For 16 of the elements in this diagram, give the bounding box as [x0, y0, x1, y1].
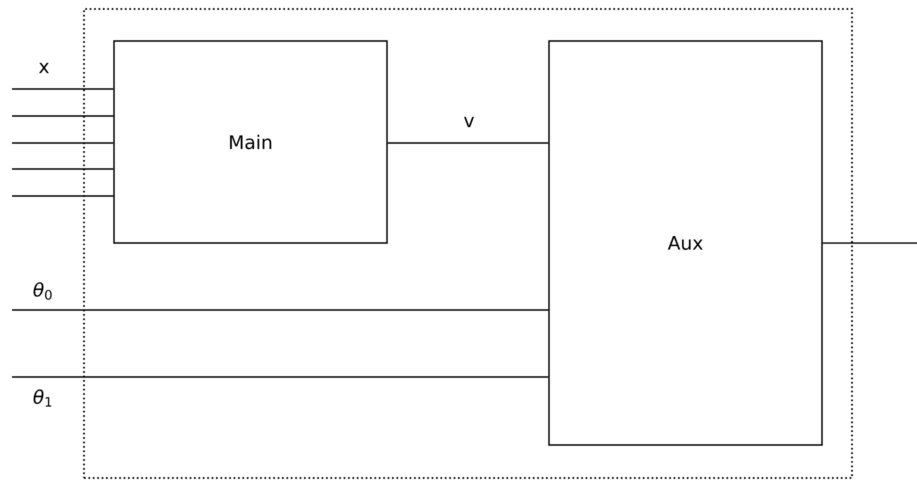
line [12, 195, 114, 197]
line [12, 142, 114, 144]
line [822, 242, 917, 244]
edge-label: θ$_{0}$ [34, 282, 52, 300]
line [12, 376, 548, 378]
line [12, 168, 114, 170]
line [388, 142, 548, 144]
process-box: Aux [548, 40, 823, 446]
line [12, 309, 548, 311]
line [12, 88, 114, 90]
process-box: Main [113, 40, 388, 244]
edge-label: x [39, 62, 49, 74]
edge-label: v [464, 116, 474, 128]
line [12, 115, 114, 117]
edge-label: θ$_{1}$ [34, 389, 52, 407]
dotted-boundary [83, 8, 853, 479]
